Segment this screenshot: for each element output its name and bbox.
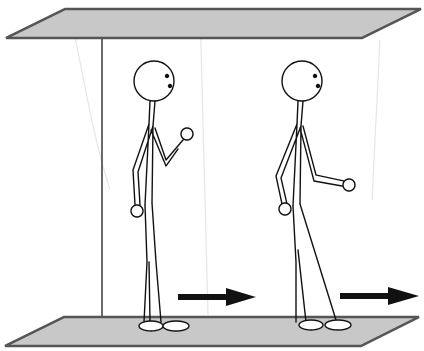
figure-eye [313,74,317,78]
figure-walking-right [276,61,355,330]
figure-left-hand [279,203,291,215]
figure-left-foot [299,320,323,330]
bottom-plate [5,317,419,346]
figure-eye [165,74,169,78]
figure-right-arm [151,128,183,166]
figure-right-arm [300,126,344,186]
figure-legs [144,203,161,322]
figure-right-hand [343,179,355,191]
figure-eye [168,84,172,88]
motion-arrow-left [178,288,256,306]
figure-eye [316,84,320,88]
figure-legs [293,204,336,322]
background-faint-line [372,40,380,200]
figure-left-arm [276,124,301,204]
figure-left-hand [131,205,143,217]
figure-right-foot [163,321,189,331]
figure-torso [145,101,155,205]
figure-standing-left [131,61,193,331]
top-plate [6,9,421,38]
figure-left-foot [139,321,163,331]
motion-arrow-right [340,287,419,305]
figure-head [134,61,174,101]
figure-head [282,61,322,101]
figure-right-foot [325,320,351,330]
figure-left-arm [133,124,153,205]
figure-right-hand [181,128,193,140]
background-faint-line [200,8,208,315]
figure-torso [293,101,303,206]
